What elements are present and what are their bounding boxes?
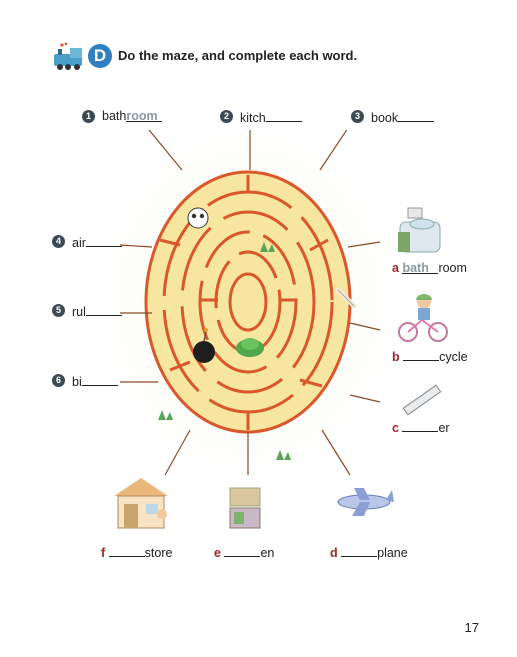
answer-letter: c [392, 421, 399, 435]
answer-blank[interactable] [85, 303, 122, 316]
word-prefix: bi [72, 375, 82, 389]
answer-blank[interactable]: room [126, 109, 163, 123]
number-badge: 5 [52, 304, 65, 317]
maze-arrows [119, 130, 381, 476]
answer-c: c er [392, 419, 450, 435]
activity-header: D Do the maze, and complete each word. [52, 36, 472, 76]
maze-illustration [100, 130, 398, 477]
answer-e: e en [214, 544, 274, 560]
number-badge: 1 [82, 110, 95, 123]
answer-letter: f [101, 546, 106, 560]
bathroom-picture [398, 207, 441, 253]
page-number: 17 [464, 620, 479, 635]
airplane-picture [337, 488, 394, 516]
answer-d: d plane [330, 544, 408, 560]
skull-icon [187, 207, 209, 229]
answer-blank[interactable] [341, 544, 378, 557]
kitchen-picture [229, 487, 261, 529]
bicycle-picture [398, 294, 448, 342]
grass-icon [158, 410, 173, 420]
section-badge: D [88, 44, 112, 68]
word-prefix: kitch [240, 111, 266, 125]
answer-b: b cycle [392, 348, 468, 364]
answer-blank[interactable] [81, 373, 118, 386]
answer-letter: a [392, 261, 399, 275]
word-suffix: cycle [439, 350, 468, 364]
bush-icon [236, 338, 264, 357]
answer-blank[interactable]: bath [402, 261, 439, 275]
ruler-picture [402, 384, 442, 416]
answer-blank[interactable] [398, 109, 435, 122]
word-prefix: bath [102, 109, 127, 123]
answer-blank[interactable] [108, 544, 145, 557]
word-prefix: rul [72, 305, 86, 319]
word-suffix: store [144, 546, 173, 560]
grass-icon [276, 450, 291, 460]
bookstore-picture [114, 478, 168, 529]
answer-blank[interactable] [265, 109, 302, 122]
answer-letter: e [214, 546, 221, 560]
answer-f: f store [101, 544, 172, 560]
number-badge: 2 [220, 110, 233, 123]
instruction-text: Do the maze, and complete each word. [118, 48, 358, 63]
answer-blank[interactable] [224, 544, 261, 557]
answer-blank[interactable] [402, 419, 439, 432]
answer-letter: b [392, 350, 400, 364]
word-prefix: book [371, 111, 399, 125]
word-prefix: air [72, 236, 86, 250]
maze-paths [144, 170, 352, 434]
answer-blank[interactable] [403, 348, 440, 361]
bomb-icon [193, 328, 215, 363]
train-icon [54, 42, 82, 70]
grass-icon [260, 242, 275, 252]
number-badge: 6 [52, 374, 65, 387]
answer-blank[interactable] [85, 234, 122, 247]
word-suffix: er [438, 421, 450, 435]
word-suffix: room [438, 261, 467, 275]
answer-letter: d [330, 546, 338, 560]
number-badge: 3 [351, 110, 364, 123]
number-badge: 4 [52, 235, 65, 248]
word-suffix: en [260, 546, 275, 560]
bone-icon [335, 287, 357, 309]
word-suffix: plane [377, 546, 408, 560]
